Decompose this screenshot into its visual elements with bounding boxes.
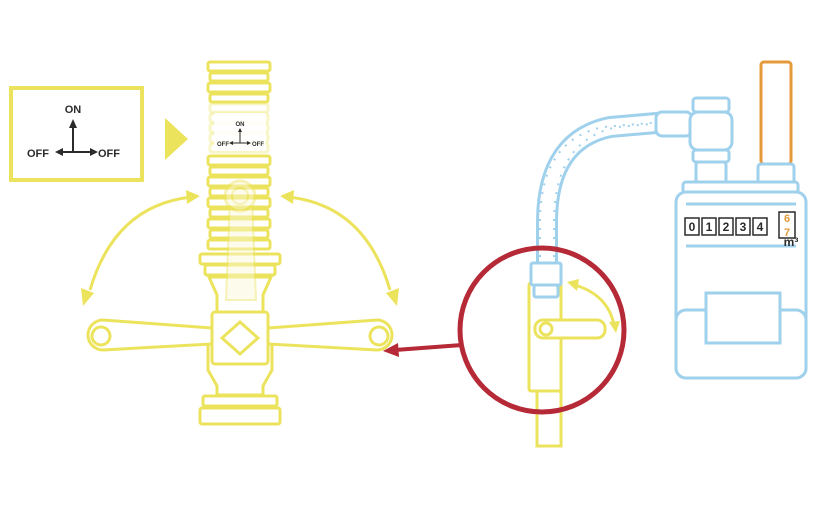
zoom-circle	[457, 245, 627, 415]
inline-valve-handle	[533, 318, 607, 340]
gas-meter: 0 1 2 3 4 6 7 m³	[674, 60, 808, 380]
legend-box: ON OFF OFF	[9, 86, 144, 182]
legend-off-left-label: OFF	[27, 148, 49, 160]
legend-on-label: ON	[65, 104, 82, 116]
rotation-arrow-icon	[88, 195, 392, 291]
meter-counter: 0 1 2 3 4 6 7 m³	[684, 211, 799, 249]
flexible-hose	[536, 111, 679, 277]
legend-off-right-label: OFF	[98, 148, 120, 160]
meter-unit-label: m³	[784, 235, 799, 249]
meter-roll-top: 6	[784, 213, 790, 225]
meter-digit-4: 4	[757, 220, 764, 234]
rotation-arrow-icon	[574, 283, 616, 326]
meter-roll-bottom: 7	[784, 227, 790, 239]
meter-digit-1: 1	[706, 220, 713, 234]
inline-valve	[527, 261, 607, 448]
hose-elbow-connector	[654, 96, 734, 186]
valve-off-left-label: OFF	[217, 142, 229, 148]
meter-label-plate	[704, 291, 782, 345]
ghost-handle	[223, 179, 258, 301]
valve-on-label: ON	[236, 122, 245, 128]
valve-off-right-label: OFF	[252, 142, 264, 148]
meter-outlet-pipe	[759, 60, 793, 166]
meter-digit-2: 2	[723, 220, 730, 234]
meter-digit-3: 3	[740, 220, 747, 234]
zoom-arrow-icon	[394, 343, 463, 352]
meter-digit-0: 0	[689, 220, 696, 234]
pointer-triangle-icon	[165, 118, 188, 160]
valve-on-off-label: ON OFF OFF	[214, 113, 266, 151]
